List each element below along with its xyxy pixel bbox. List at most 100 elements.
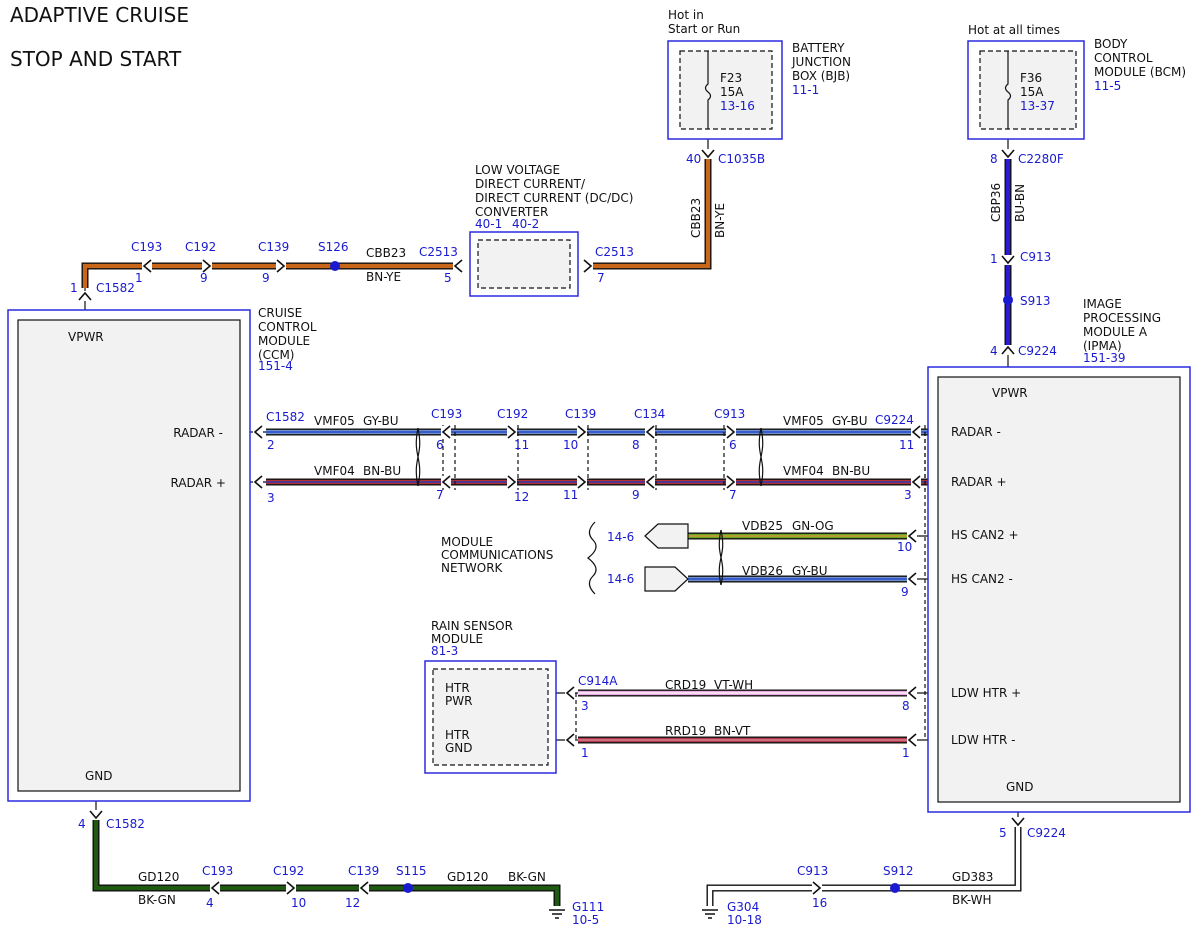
- bcm-hot-line: Hot at all times: [968, 23, 1060, 37]
- conn-gnd-c193-chevron: [210, 881, 220, 895]
- ccm-name-line-4: (CCM): [258, 348, 294, 362]
- bcm-ref: 11-5: [1094, 79, 1121, 93]
- conn-ldw-plus-chevron: [907, 686, 917, 700]
- dcdc-ref-1: 40-1: [475, 217, 502, 231]
- rain-gnd-circuit: RRD19: [665, 724, 706, 738]
- ipma-gnd-connector: C9224: [1027, 826, 1066, 840]
- bcm-c913-pin: 1: [990, 252, 998, 266]
- feed-color: BN-YE: [366, 270, 401, 284]
- conn-ipma-gnd-c913-gap: [812, 882, 822, 894]
- ccm-radar-plus-label: RADAR +: [170, 476, 226, 490]
- conn-radar-plus-1-chevron: [441, 475, 451, 489]
- conn-radar-minus-6-gap: [911, 426, 921, 438]
- dcdc-name-line-2: DIRECT CURRENT/: [475, 177, 586, 191]
- splice-s126: S126: [318, 240, 349, 254]
- conn-c1035b-chevron: [701, 149, 715, 159]
- network-line-2: COMMUNICATIONS: [441, 548, 553, 562]
- ccm-vpwr-pin: 1: [70, 281, 78, 295]
- can-minus-circuit: VDB26: [742, 564, 783, 578]
- conn-dcdc-c2513-left-gap: [453, 260, 463, 272]
- bcm-inner: [979, 50, 1077, 130]
- dcdc-name-line-1: LOW VOLTAGE: [475, 163, 560, 177]
- conn-radar-plus-2-chevron: [507, 475, 517, 489]
- network-line-1: MODULE: [441, 535, 493, 549]
- splice-s913: S913: [1020, 294, 1051, 308]
- bcm-c913: C913: [1020, 250, 1051, 264]
- ccm-gnd-c139: C139: [348, 864, 379, 878]
- radar-plus-pin-7: 3: [904, 488, 912, 502]
- radar-plus-circuit-left: VMF04: [314, 464, 355, 478]
- ipma-vpwr-connector: C9224: [1018, 344, 1057, 358]
- conn-ccm-c1582-gap: [79, 291, 91, 301]
- conn-dcdc-c2513-left-chevron: [453, 259, 463, 273]
- conn-c2280f-chevron: [1001, 149, 1015, 159]
- rain-gnd-color: BN-VT: [714, 724, 751, 738]
- conn-radar-minus-5-chevron: [726, 425, 736, 439]
- ccm-gnd-connector: C1582: [106, 817, 145, 831]
- ccm-inner: [17, 319, 241, 792]
- brace-icon: [587, 521, 597, 595]
- conn-ipma-c9224-chevron: [1001, 345, 1015, 355]
- bjb-inner: [679, 50, 773, 130]
- can-plus-pin: 10: [897, 540, 912, 554]
- ground-g111: G111: [572, 900, 604, 914]
- ipma-gnd-label: GND: [1006, 780, 1034, 794]
- fuse-f36-ref: 13-37: [1020, 99, 1055, 113]
- conn-radar-plus-1-gap: [441, 476, 451, 488]
- bcm-connector: C2280F: [1018, 152, 1064, 166]
- radar-minus-circuit-right: VMF05: [783, 414, 824, 428]
- conn-c1035b-gap: [702, 149, 714, 159]
- splice-s115-dot: [403, 883, 413, 893]
- wire-gd120: [93, 820, 560, 906]
- battery-junction-box: Hot in Start or Run BATTERY JUNCTION BOX…: [667, 8, 851, 238]
- feed-c139: C139: [258, 240, 289, 254]
- dcdc-ref-2: 40-2: [512, 217, 539, 231]
- ccm-radar-minus-label: RADAR -: [173, 426, 223, 440]
- conn-ldw-minus-gap: [907, 734, 917, 746]
- radar-minus-pin-2: 6: [436, 438, 444, 452]
- twist-can-b: [718, 529, 724, 586]
- bjb-name-line-3: BOX (BJB): [792, 69, 850, 83]
- fuse-f36-amps: 15A: [1020, 85, 1044, 99]
- ccm-name-line-2: CONTROL: [258, 320, 317, 334]
- ground-g304: G304: [727, 900, 759, 914]
- conn-rain-gnd-chevron: [565, 733, 575, 747]
- rain-pwr-color: VT-WH: [714, 678, 753, 692]
- ccm-ground-labels: 4 C1582 GD120 BK-GN C193 4 C192 10 C139 …: [78, 817, 604, 927]
- ipma-gnd-c913: C913: [797, 864, 828, 878]
- radar-minus-pin-3: 11: [514, 438, 529, 452]
- network-line-3: NETWORK: [441, 561, 504, 575]
- ccm-gnd-pin: 4: [78, 817, 86, 831]
- ccm-name-line-3: MODULE: [258, 334, 310, 348]
- ipma-ldw-minus-pin: 1: [902, 746, 910, 760]
- ipma-radar-plus-label: RADAR +: [951, 475, 1007, 489]
- dcdc-name-line-4: CONVERTER: [475, 205, 548, 219]
- htr-gnd-line-1: HTR: [445, 728, 470, 742]
- feed-c193: C193: [131, 240, 162, 254]
- radar-minus-color-right: GY-BU: [832, 414, 868, 428]
- title-line-1: ADAPTIVE CRUISE: [10, 3, 189, 27]
- radar-plus-pin-3: 12: [514, 490, 529, 504]
- bjb-wire-color: BN-YE: [713, 203, 727, 238]
- can-plus-ref: 14-6: [607, 530, 634, 544]
- conn-feed-c193-chevron: [142, 259, 152, 273]
- conn-feed-c193-gap: [142, 260, 152, 272]
- bjb-wire-circuit: CBB23: [689, 198, 703, 238]
- conn-ccm-gnd-c1582-chevron: [89, 810, 103, 820]
- conn-rain-pwr-gap: [565, 687, 575, 699]
- bcm-name-line-1: BODY: [1094, 37, 1128, 51]
- conn-radar-plus-3-chevron: [577, 475, 587, 489]
- conn-radar-plus-5-chevron: [726, 475, 736, 489]
- conn-rain-gnd-gap: [565, 734, 575, 746]
- ipma-gnd-pin: 5: [999, 826, 1007, 840]
- rain-inner: [432, 668, 549, 766]
- ccm-vpwr-connector: C1582: [96, 281, 135, 295]
- fuse-f23-icon: [704, 51, 712, 129]
- ccm-gnd-color-1: BK-GN: [138, 893, 176, 907]
- ccm-gnd-color-2: BK-GN: [508, 870, 546, 884]
- fuse-f36-icon: [1004, 51, 1012, 129]
- rain-sensor-module: RAIN SENSOR MODULE 81-3 HTR PWR HTR GND …: [424, 619, 910, 774]
- splice-s912: S912: [883, 864, 914, 878]
- network-arrow-in-icon: [644, 523, 689, 549]
